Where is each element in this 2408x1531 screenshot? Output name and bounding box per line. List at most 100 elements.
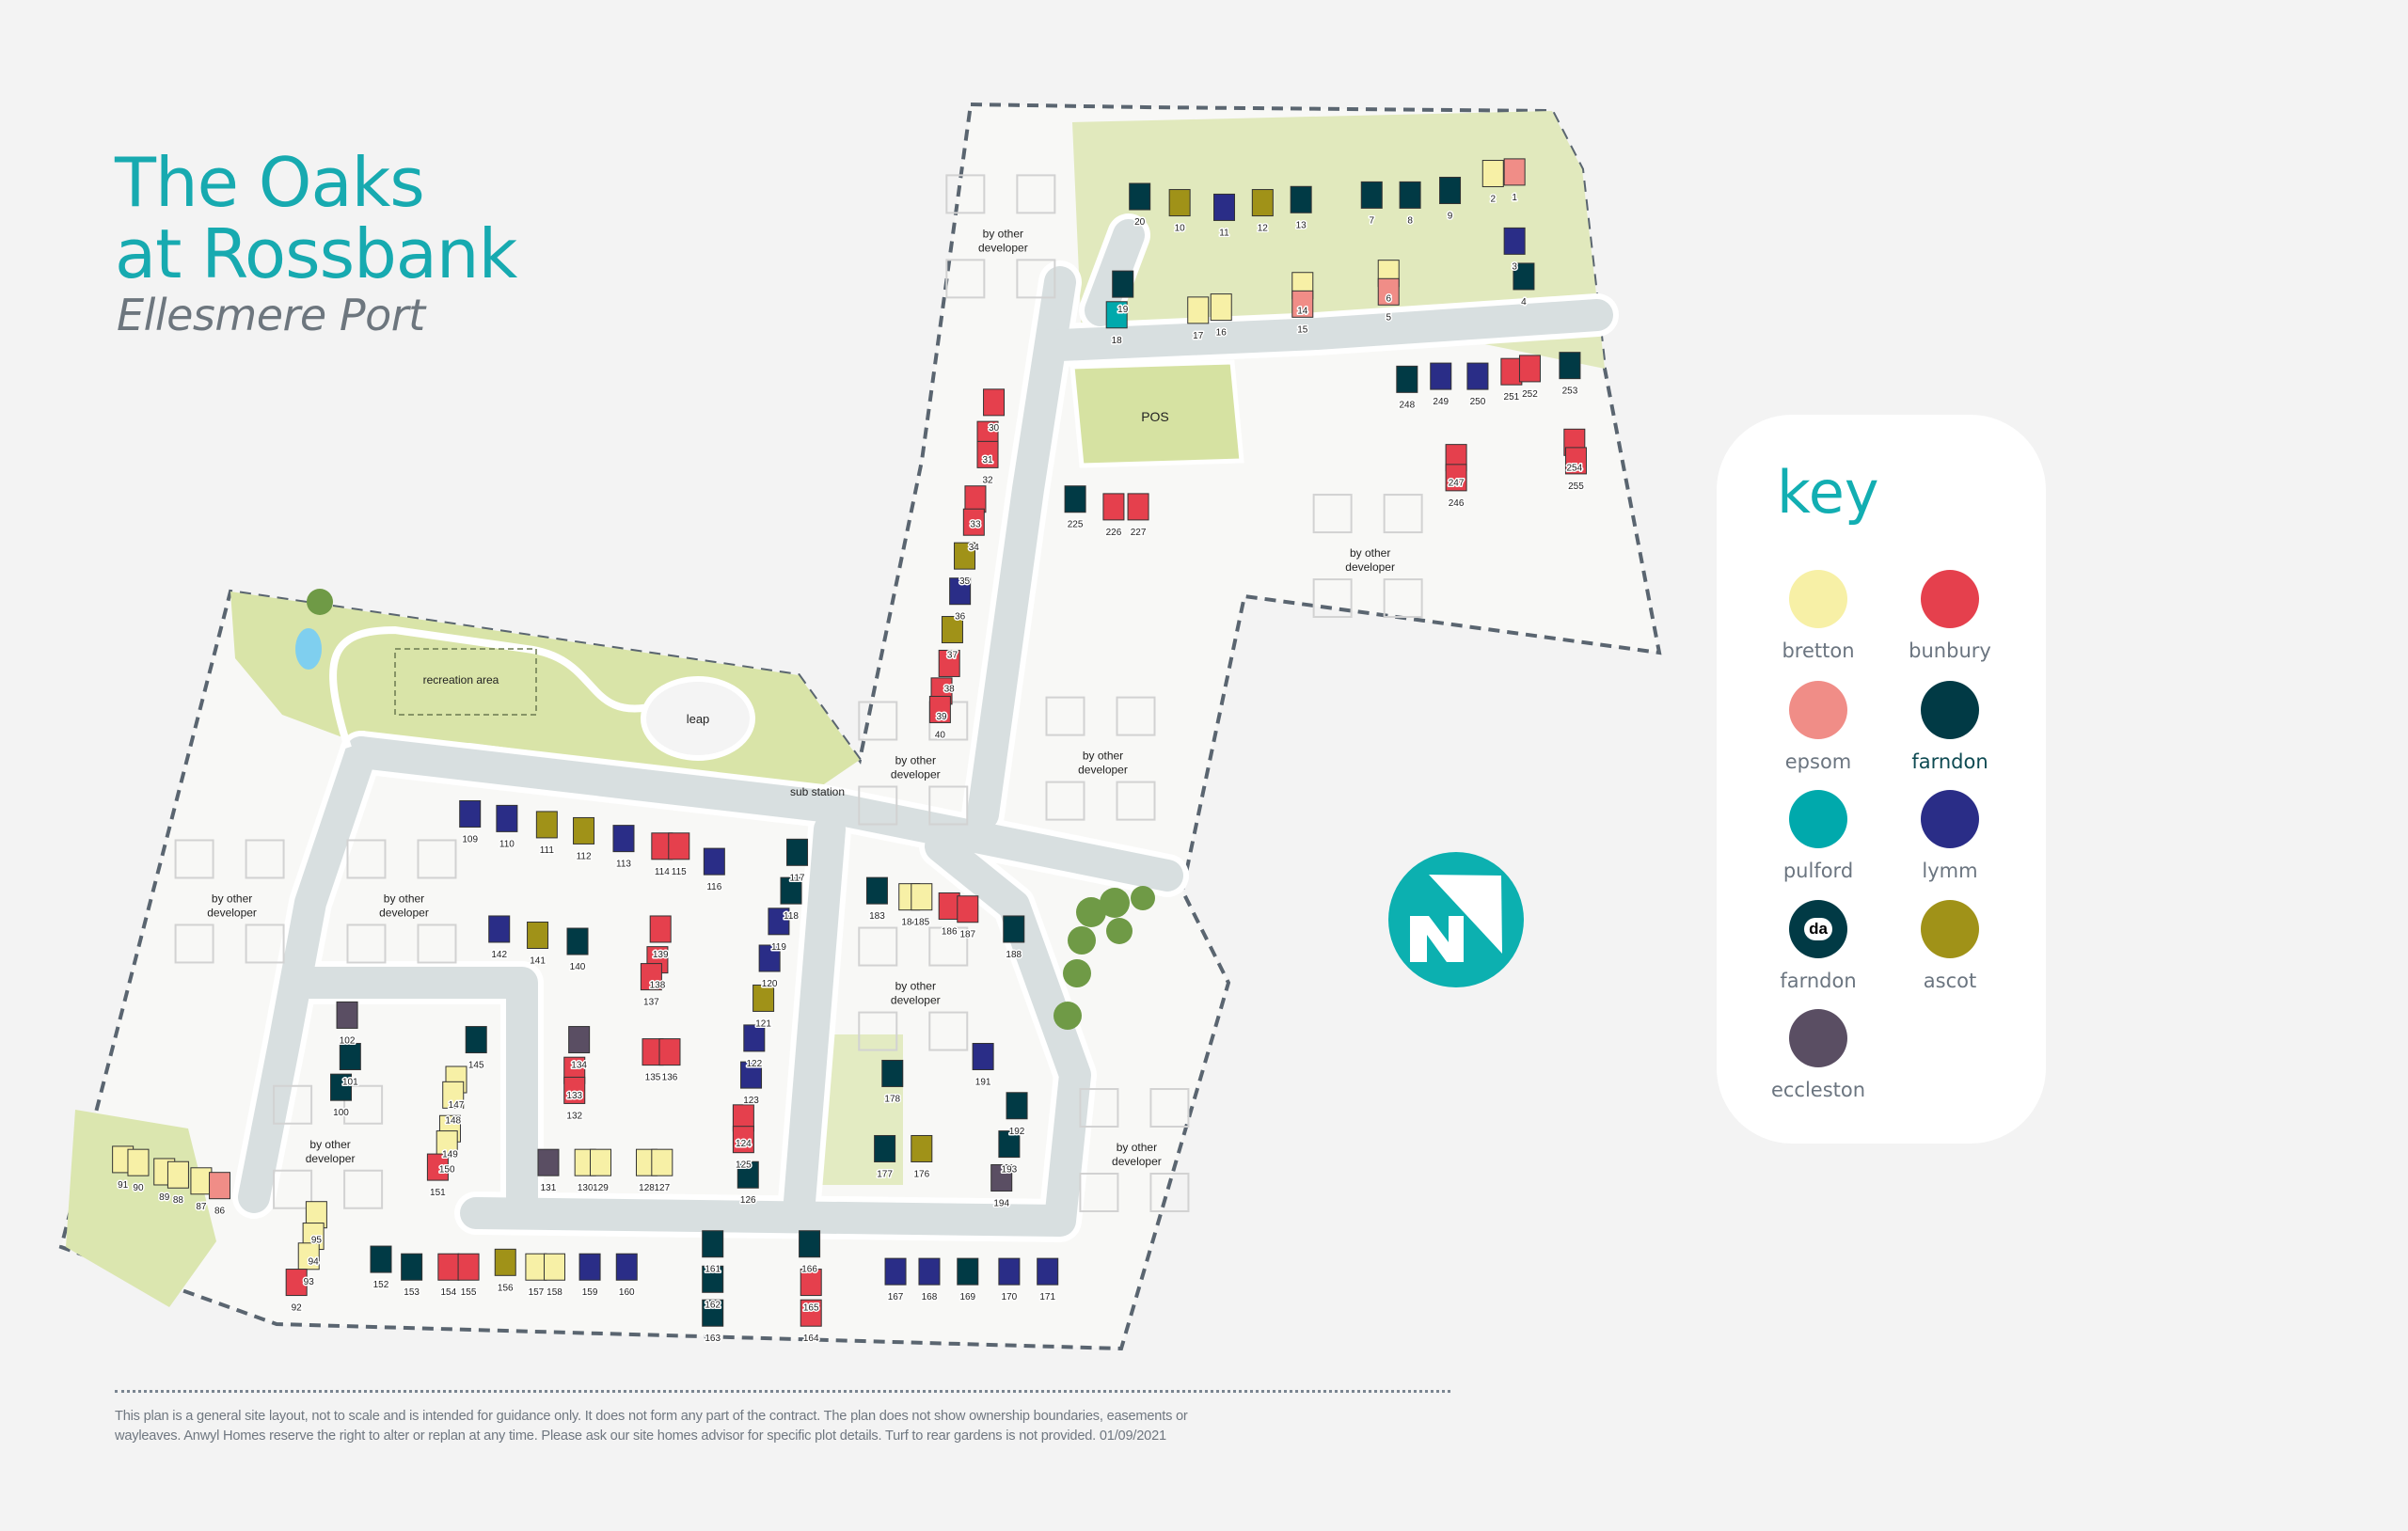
house-farndon[interactable] (1559, 352, 1581, 380)
house-farndon[interactable] (370, 1245, 392, 1273)
house-bunbury[interactable] (928, 695, 951, 723)
house-lymm[interactable] (459, 799, 482, 828)
house-farndon[interactable] (1399, 181, 1421, 209)
house-bunbury[interactable] (649, 915, 672, 943)
house-farndon[interactable] (339, 1043, 361, 1071)
house-lymm[interactable] (496, 804, 518, 832)
house-farndon[interactable] (702, 1230, 724, 1258)
house-lymm[interactable] (743, 1024, 766, 1052)
house-bunbury[interactable] (957, 895, 979, 923)
house-bunbury[interactable] (983, 388, 1006, 417)
house-bunbury[interactable] (962, 508, 985, 536)
house-farndon[interactable] (786, 838, 809, 866)
house-farndon[interactable] (1360, 181, 1383, 209)
house-bretton[interactable] (297, 1242, 320, 1271)
house-farndon[interactable] (1513, 262, 1535, 291)
house-ascot[interactable] (752, 984, 775, 1012)
house-lymm[interactable] (1430, 362, 1452, 390)
house-lymm[interactable] (615, 1253, 638, 1281)
house-farndon[interactable] (465, 1026, 487, 1054)
house-epsom[interactable] (1291, 290, 1314, 318)
house-bretton[interactable] (590, 1148, 612, 1176)
house-eccleston[interactable] (336, 1001, 358, 1029)
house-bunbury[interactable] (426, 1153, 449, 1181)
house-ascot[interactable] (573, 816, 595, 844)
house-lymm[interactable] (949, 577, 972, 606)
house-bunbury[interactable] (1445, 464, 1467, 492)
house-bunbury[interactable] (457, 1253, 480, 1281)
house-farndon[interactable] (1006, 1092, 1028, 1120)
house-bretton[interactable] (1481, 160, 1504, 188)
house-lymm[interactable] (1213, 193, 1236, 221)
house-eccleston[interactable] (568, 1026, 591, 1054)
house-bunbury[interactable] (1518, 355, 1541, 383)
house-farndon[interactable] (702, 1265, 724, 1293)
house-lymm[interactable] (488, 915, 511, 943)
house-farndon[interactable] (799, 1230, 821, 1258)
house-farndon[interactable] (957, 1257, 979, 1286)
house-lymm[interactable] (1503, 227, 1526, 255)
house-ascot[interactable] (527, 921, 549, 949)
house-bunbury[interactable] (938, 892, 960, 920)
house-lymm[interactable] (1037, 1257, 1059, 1286)
house-eccleston[interactable] (990, 1164, 1013, 1192)
house-lymm[interactable] (578, 1253, 601, 1281)
house-farndon[interactable] (780, 876, 802, 905)
house-bunbury[interactable] (563, 1076, 586, 1104)
house-bunbury[interactable] (640, 963, 662, 991)
house-bretton[interactable] (127, 1148, 150, 1176)
house-bunbury[interactable] (1500, 357, 1523, 386)
house-farndon[interactable] (737, 1160, 759, 1189)
house-bunbury[interactable] (964, 485, 987, 513)
house-ascot[interactable] (1168, 189, 1191, 217)
house-bunbury[interactable] (800, 1269, 822, 1297)
house-ascot[interactable] (911, 1134, 933, 1162)
house-farndon[interactable] (1129, 182, 1151, 211)
house-farndon[interactable] (401, 1253, 423, 1281)
house-ascot[interactable] (941, 616, 963, 644)
house-bretton[interactable] (190, 1167, 213, 1195)
house-lymm[interactable] (998, 1257, 1021, 1286)
house-farndon[interactable] (1003, 915, 1025, 943)
house-bunbury[interactable] (800, 1299, 822, 1327)
house-bretton[interactable] (442, 1081, 465, 1109)
house-lymm[interactable] (758, 944, 781, 972)
house-epsom[interactable] (1377, 277, 1400, 306)
house-bunbury[interactable] (1564, 447, 1587, 475)
house-lymm[interactable] (918, 1257, 941, 1286)
house-bretton[interactable] (651, 1148, 673, 1176)
house-farndon[interactable] (1439, 176, 1462, 204)
house-farndon[interactable] (874, 1134, 896, 1162)
house-lymm[interactable] (884, 1257, 907, 1286)
house-bretton[interactable] (911, 883, 933, 911)
house-ascot[interactable] (494, 1248, 516, 1276)
house-eccleston[interactable] (537, 1148, 560, 1176)
house-ascot[interactable] (954, 542, 976, 570)
house-epsom[interactable] (1503, 158, 1526, 186)
house-lymm[interactable] (740, 1061, 763, 1089)
house-ascot[interactable] (535, 811, 558, 839)
house-bunbury[interactable] (1127, 493, 1149, 521)
house-bunbury[interactable] (285, 1269, 308, 1297)
house-lymm[interactable] (972, 1043, 994, 1071)
house-lymm[interactable] (612, 825, 635, 853)
house-farndon[interactable] (702, 1299, 724, 1327)
house-ascot[interactable] (1251, 189, 1274, 217)
house-bunbury[interactable] (1102, 493, 1125, 521)
house-farndon[interactable] (998, 1130, 1021, 1159)
house-farndon[interactable] (566, 927, 589, 955)
house-epsom[interactable] (209, 1172, 231, 1200)
house-bretton[interactable] (1187, 296, 1210, 324)
house-farndon[interactable] (1396, 365, 1418, 393)
house-bretton[interactable] (166, 1160, 189, 1189)
house-farndon[interactable] (1064, 485, 1086, 513)
house-pulford[interactable] (1105, 301, 1128, 329)
house-bunbury[interactable] (658, 1038, 681, 1066)
house-lymm[interactable] (768, 908, 790, 936)
house-bretton[interactable] (544, 1253, 566, 1281)
house-lymm[interactable] (1466, 362, 1489, 390)
house-bunbury[interactable] (437, 1253, 460, 1281)
house-farndon[interactable] (865, 876, 888, 905)
house-farndon[interactable] (330, 1073, 353, 1101)
house-bunbury[interactable] (938, 649, 960, 677)
